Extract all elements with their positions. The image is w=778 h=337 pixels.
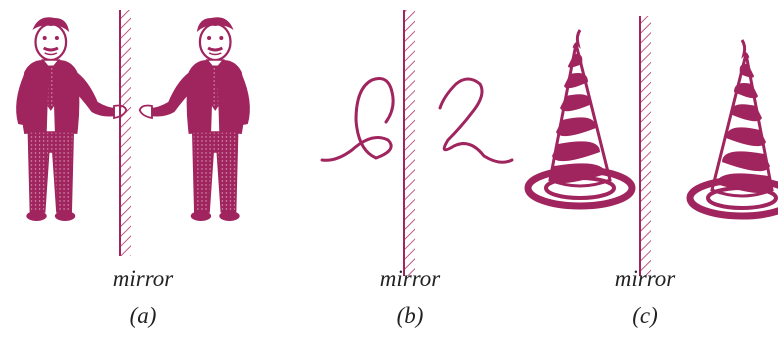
- curve-reflection: [440, 79, 512, 162]
- man-figure-reflection: [140, 17, 250, 221]
- mirror-label-a: mirror: [83, 266, 203, 292]
- panel-label-c: (c): [585, 303, 705, 329]
- man-figure-left: [16, 17, 126, 221]
- panel-label-a: (a): [83, 303, 203, 329]
- panel-c: [528, 16, 778, 276]
- spiral-cone-left: [528, 30, 632, 206]
- panel-label-b: (b): [350, 303, 470, 329]
- mirror-c-hatch: [640, 16, 651, 276]
- curve-left: [322, 79, 393, 161]
- mirror-label-b: mirror: [350, 266, 470, 292]
- panel-a: [16, 10, 250, 256]
- spiral-cone-reflection: [690, 40, 778, 216]
- mirror-b-hatch: [404, 10, 415, 276]
- mirror-a-hatch: [120, 10, 131, 256]
- mirror-label-c: mirror: [585, 266, 705, 292]
- panel-b: [322, 10, 512, 276]
